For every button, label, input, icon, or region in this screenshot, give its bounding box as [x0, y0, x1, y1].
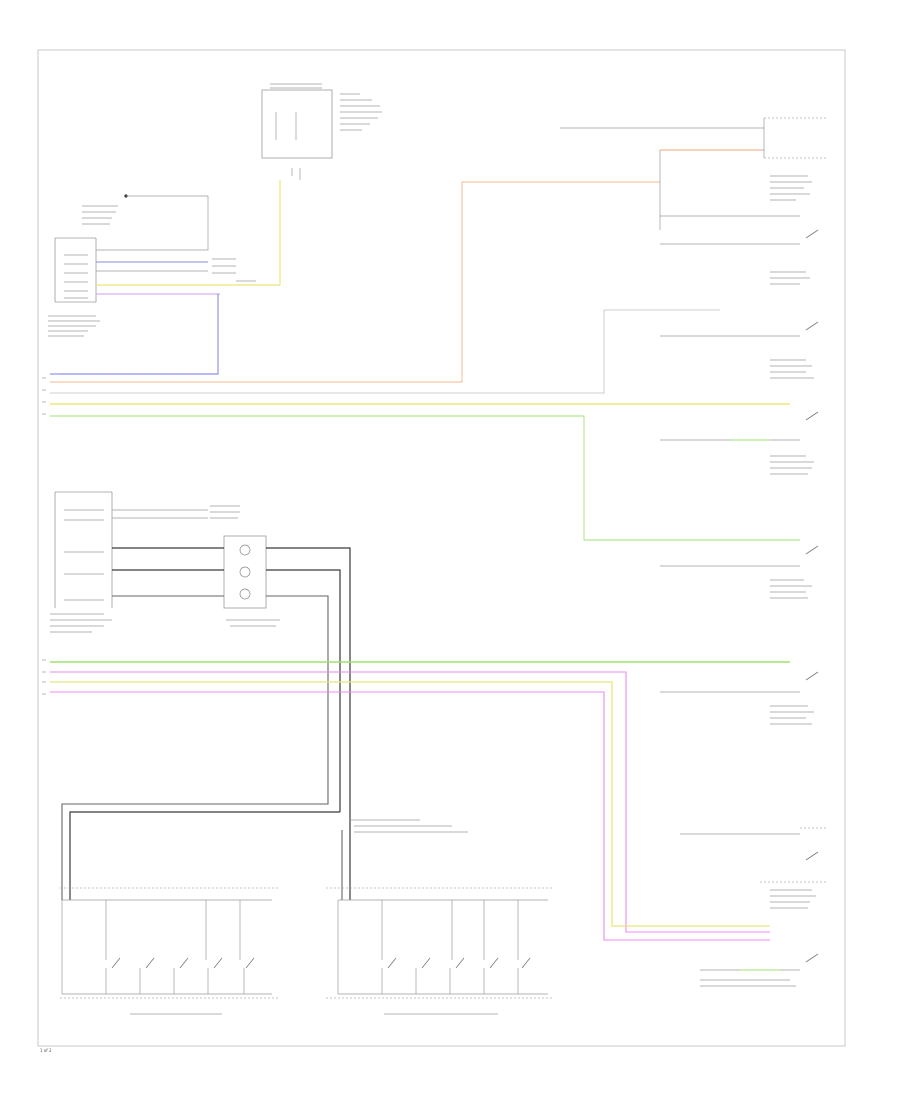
right-steering-wheel-switch	[60, 887, 280, 1015]
left-middle-module	[50, 491, 240, 633]
left-upper-module	[48, 194, 128, 337]
diagram-frame	[37, 49, 846, 1047]
page-code: 1 of 2	[40, 1048, 52, 1053]
clock-spring	[61, 535, 351, 900]
left-upper-harness	[60, 180, 281, 375]
left-edge-markers	[42, 377, 46, 695]
left-steering-wheel-switch	[326, 887, 552, 1015]
lower-bus-wires	[50, 661, 790, 941]
right-column-components	[560, 117, 826, 987]
upper-bus-wires	[50, 181, 800, 541]
top-junction-module	[261, 83, 382, 180]
